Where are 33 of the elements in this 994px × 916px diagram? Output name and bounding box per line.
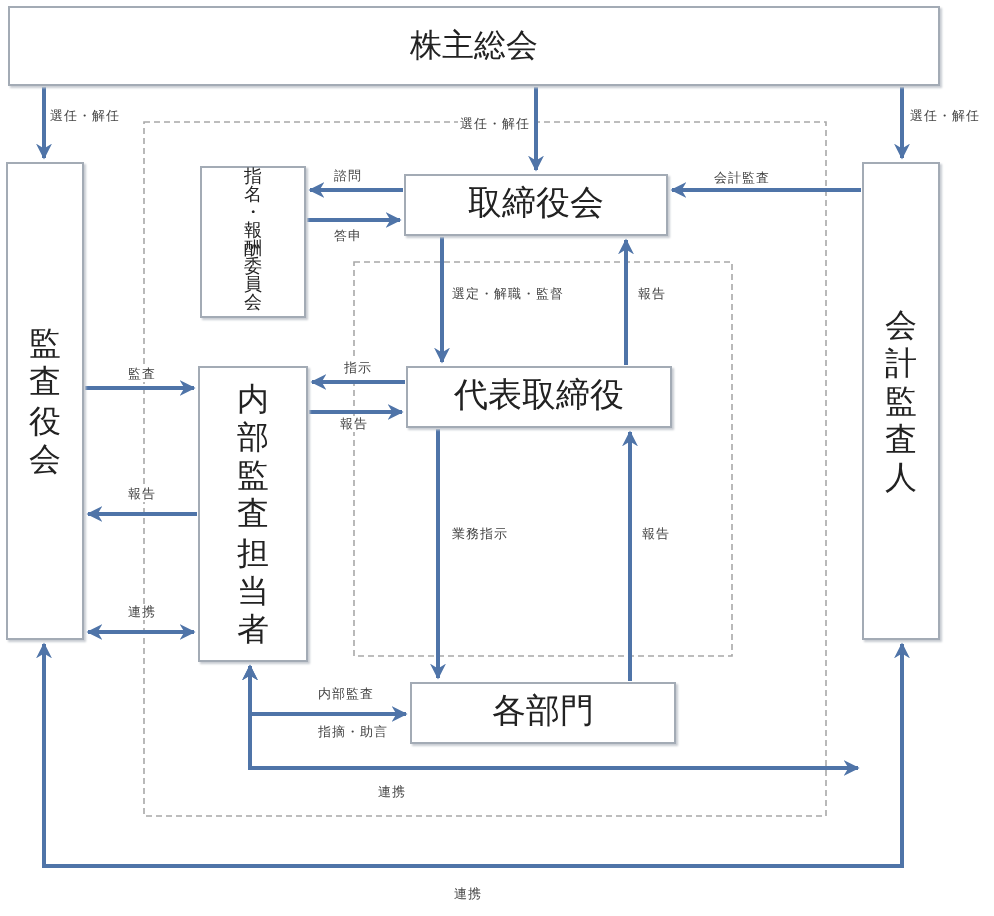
- arrow: [242, 664, 860, 776]
- box-title: 株主総会: [410, 28, 538, 64]
- arrow: [434, 237, 450, 364]
- box: [406, 366, 672, 428]
- arrow: [430, 429, 446, 680]
- arrow: [85, 380, 196, 396]
- arrow: [670, 182, 861, 198]
- box-title: 内部監査担当者: [237, 379, 269, 649]
- box-title: 各部門: [492, 694, 594, 732]
- arrow: [309, 404, 404, 420]
- vertical-box: [6, 162, 84, 640]
- arrow: [307, 212, 402, 228]
- arrow: [618, 238, 634, 365]
- vertical-box: [862, 162, 940, 640]
- box-title: 会計監査人: [885, 305, 917, 497]
- box: [404, 174, 668, 236]
- box-title: 監査役会: [29, 324, 61, 478]
- vertical-box: [198, 366, 308, 662]
- arrow: [622, 430, 638, 681]
- arrow: [310, 374, 405, 390]
- arrow: [36, 87, 52, 160]
- arrow: [894, 87, 910, 160]
- arrow: [86, 506, 197, 522]
- box: [8, 6, 940, 86]
- box: [410, 682, 676, 744]
- box-title: 代表取締役: [454, 378, 624, 416]
- arrow: [308, 182, 403, 198]
- box-title: 指名・報酬委員会: [244, 170, 262, 314]
- arrow: [86, 624, 196, 640]
- arrow: [528, 87, 544, 172]
- box-title: 取締役会: [468, 186, 604, 224]
- arrow: [36, 642, 910, 868]
- vertical-box: [200, 166, 306, 318]
